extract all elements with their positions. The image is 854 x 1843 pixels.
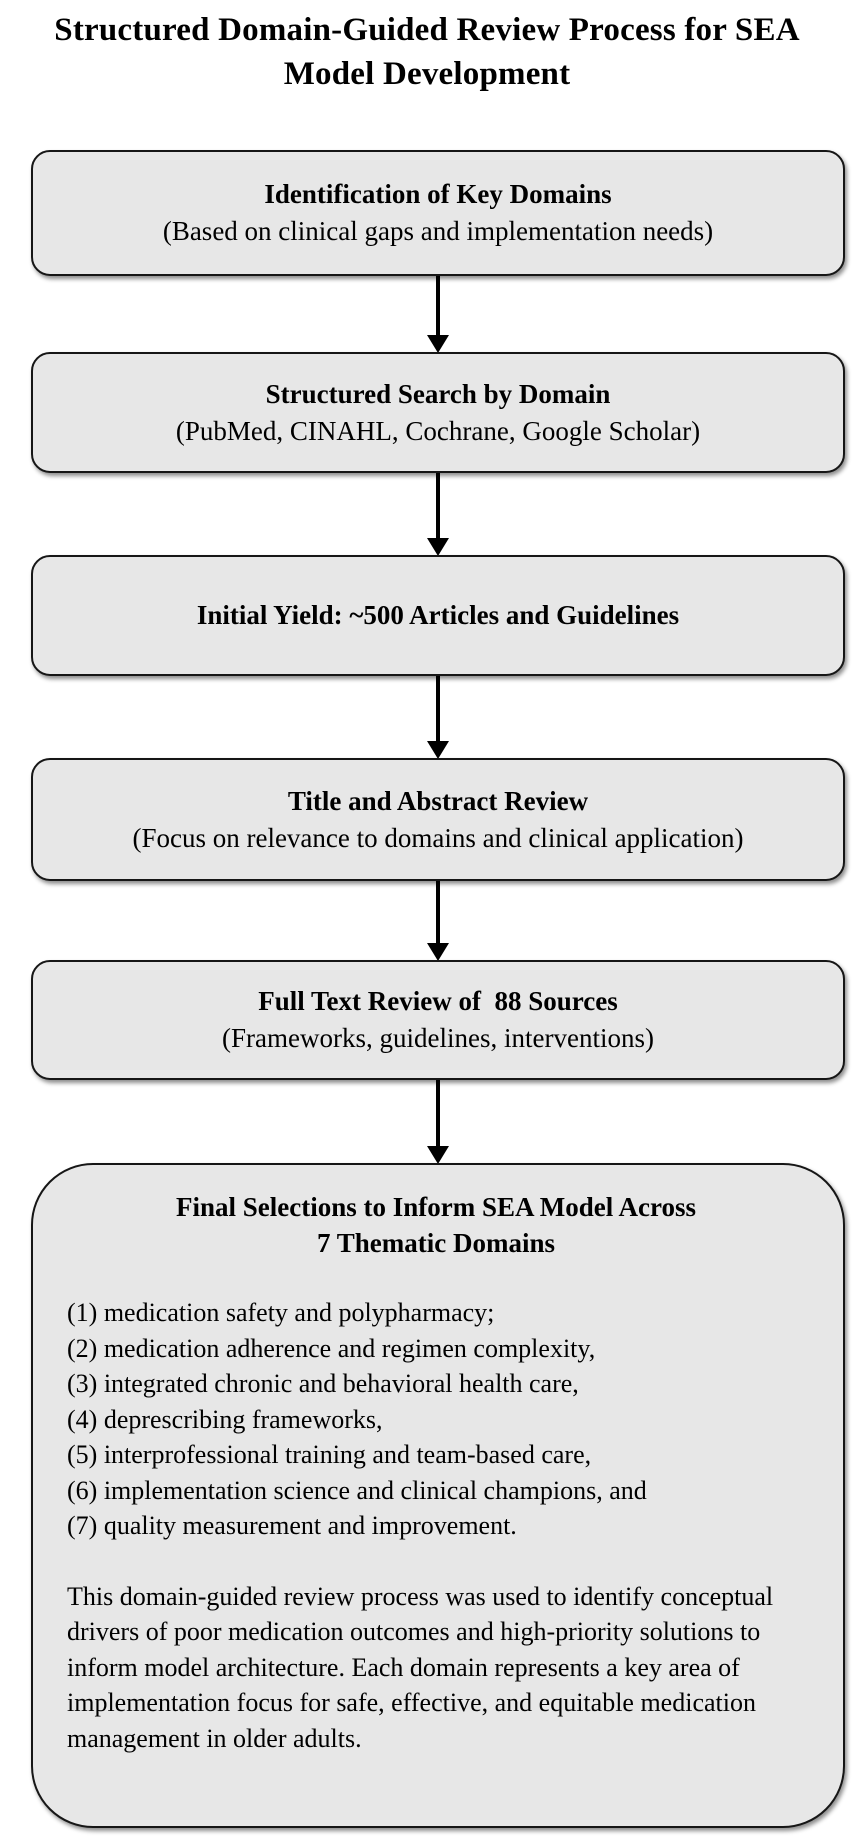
arrowhead-icon <box>427 335 449 353</box>
page-title-line2: Model Development <box>283 56 571 92</box>
down-arrow-icon <box>31 473 845 556</box>
final-heading-line1: Final Selections to Inform SEA Model Acr… <box>175 1192 696 1222</box>
arrow-line <box>435 1080 441 1146</box>
step-box-initial-yield: Initial Yield: ~500 Articles and Guideli… <box>31 555 845 676</box>
final-heading-line2: 7 Thematic Domains <box>316 1228 555 1258</box>
step-heading: Title and Abstract Review <box>287 785 589 816</box>
down-arrow-icon <box>31 276 845 353</box>
arrow-line <box>435 473 441 538</box>
step-subtext: (PubMed, CINAHL, Cochrane, Google Schola… <box>175 415 701 446</box>
step-heading: Initial Yield: ~500 Articles and Guideli… <box>196 600 680 630</box>
step-box-structured-search: Structured Search by Domain (PubMed, CIN… <box>31 352 845 473</box>
domain-list-item: (5) interprofessional training and team-… <box>67 1440 592 1469</box>
step-box-identification: Identification of Key Domains (Based on … <box>31 150 845 276</box>
domain-list-item: (4) deprescribing frameworks, <box>67 1404 383 1434</box>
arrow-line <box>435 276 441 335</box>
page-title-line1: Structured Domain-Guided Review Process … <box>54 12 800 48</box>
domain-list-item: (6) implementation science and clinical … <box>67 1475 647 1505</box>
final-heading: Final Selections to Inform SEA Model Acr… <box>67 1189 805 1261</box>
domain-list: (1) medication safety and polypharmacy; … <box>67 1295 805 1544</box>
step-subtext: (Based on clinical gaps and implementati… <box>162 216 714 246</box>
arrowhead-icon <box>427 538 449 556</box>
step-heading: Identification of Key Domains <box>264 179 612 209</box>
final-paragraph: This domain-guided review process was us… <box>67 1581 774 1753</box>
down-arrow-icon <box>31 881 845 961</box>
arrowhead-icon <box>427 943 449 961</box>
down-arrow-icon <box>31 1080 845 1164</box>
step-subtext: (Frameworks, guidelines, interventions) <box>222 1023 654 1053</box>
step-box-title-abstract-review: Title and Abstract Review (Focus on rele… <box>31 758 845 881</box>
step-subtext: (Focus on relevance to domains and clini… <box>132 822 744 853</box>
arrow-line <box>435 881 441 943</box>
domain-list-item: (7) quality measurement and improvement. <box>67 1511 517 1540</box>
step-box-full-text-review: Full Text Review of 88 Sources (Framewor… <box>31 960 845 1080</box>
step-heading: Full Text Review of 88 Sources <box>258 986 618 1016</box>
down-arrow-icon <box>31 676 845 759</box>
domain-list-item: (3) integrated chronic and behavioral he… <box>67 1369 579 1398</box>
domain-list-item: (1) medication safety and polypharmacy; <box>67 1298 495 1327</box>
arrow-line <box>435 676 441 741</box>
domain-list-item: (2) medication adherence and regimen com… <box>67 1333 596 1363</box>
arrowhead-icon <box>427 741 449 759</box>
arrowhead-icon <box>427 1146 449 1164</box>
step-heading: Structured Search by Domain <box>265 378 611 409</box>
page-title: Structured Domain-Guided Review Process … <box>27 8 827 96</box>
final-selections-box: Final Selections to Inform SEA Model Acr… <box>31 1163 845 1828</box>
